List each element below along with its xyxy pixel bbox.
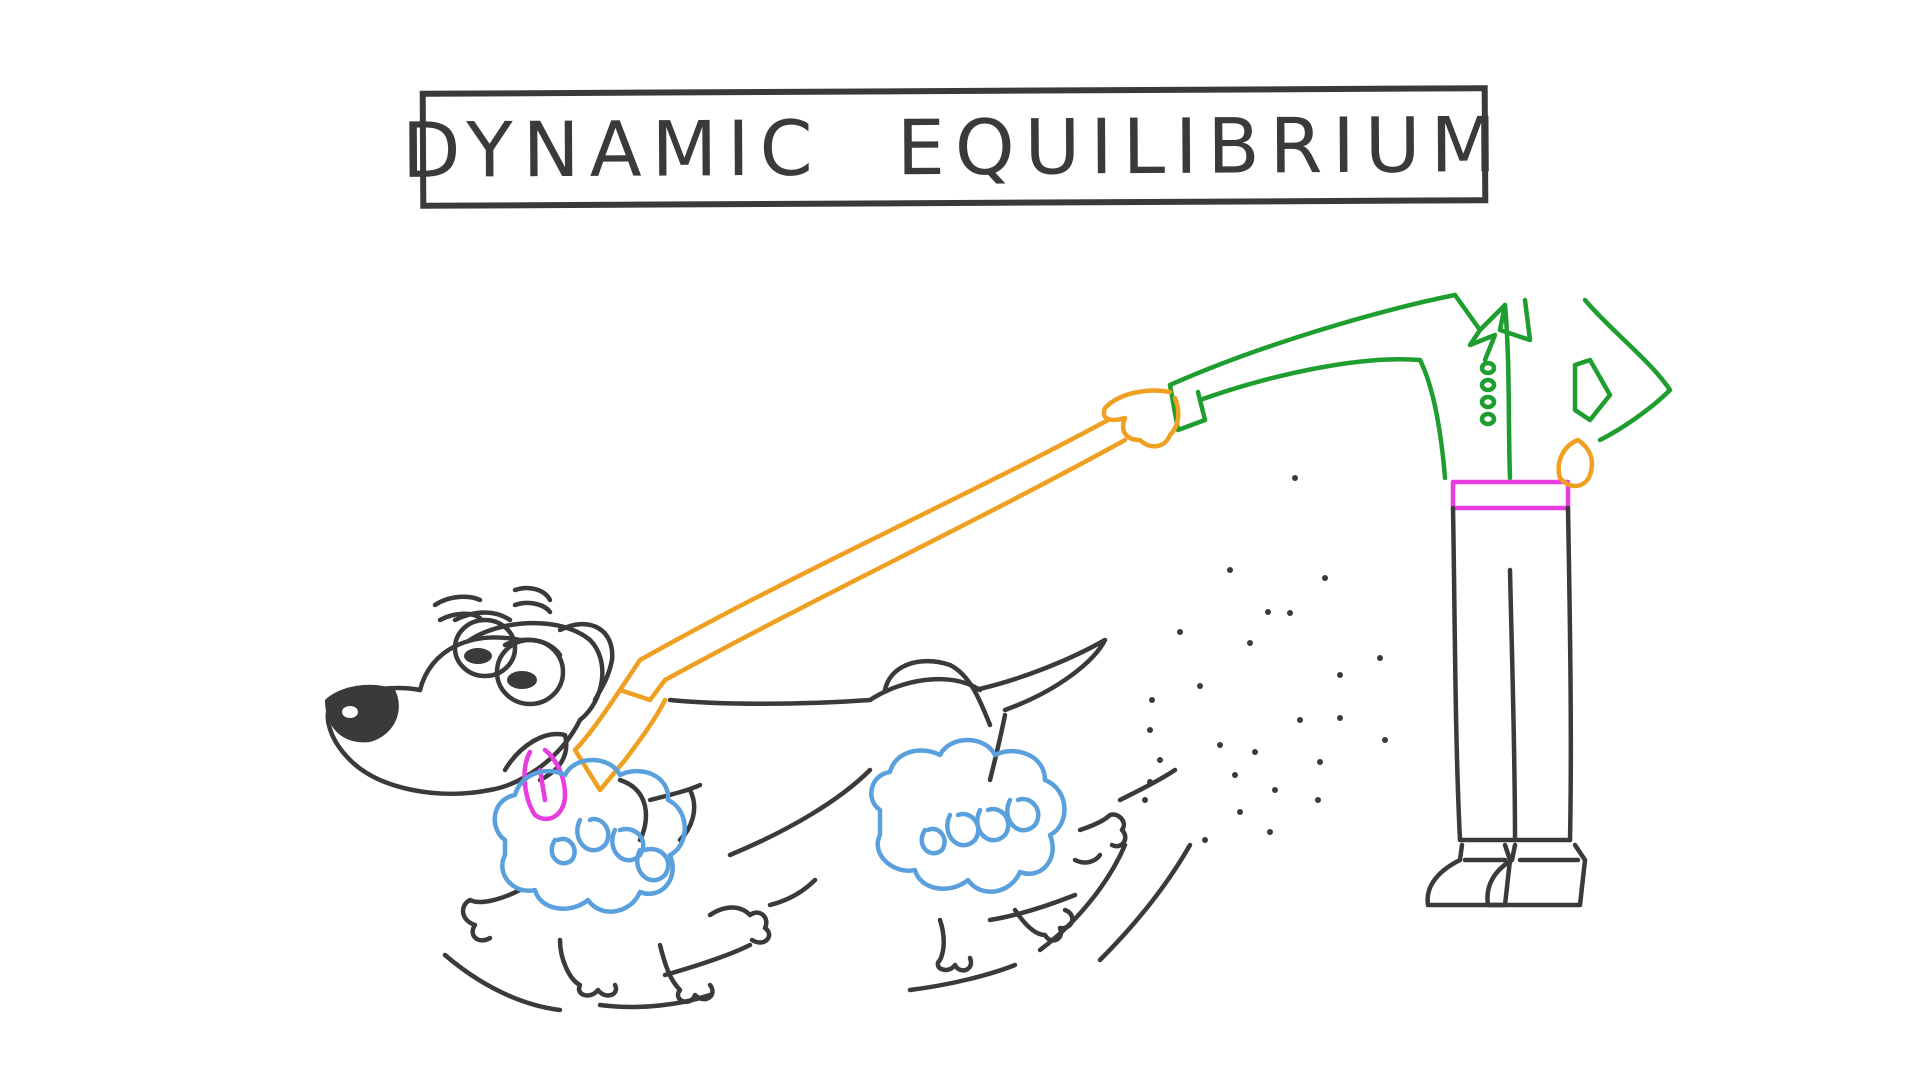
- dust-cloud: [1142, 475, 1388, 843]
- belt: [1450, 479, 1571, 511]
- dog-body: [460, 637, 1128, 1004]
- motion-cloud-front: [492, 757, 687, 914]
- dog-eye-left: [452, 617, 518, 679]
- leash: [572, 417, 1128, 793]
- hand-right: [1556, 437, 1595, 489]
- man-figure: [1101, 292, 1673, 908]
- trousers: [1450, 505, 1574, 843]
- motion-cloud-back: [869, 737, 1067, 894]
- dog-figure: [325, 585, 1193, 1013]
- speed-lines: [442, 767, 1193, 1013]
- dog-head: [325, 585, 615, 822]
- hand-left: [1101, 388, 1181, 449]
- shoes: [1425, 842, 1588, 908]
- dog-tongue: [522, 747, 568, 822]
- shirt: [1167, 292, 1673, 481]
